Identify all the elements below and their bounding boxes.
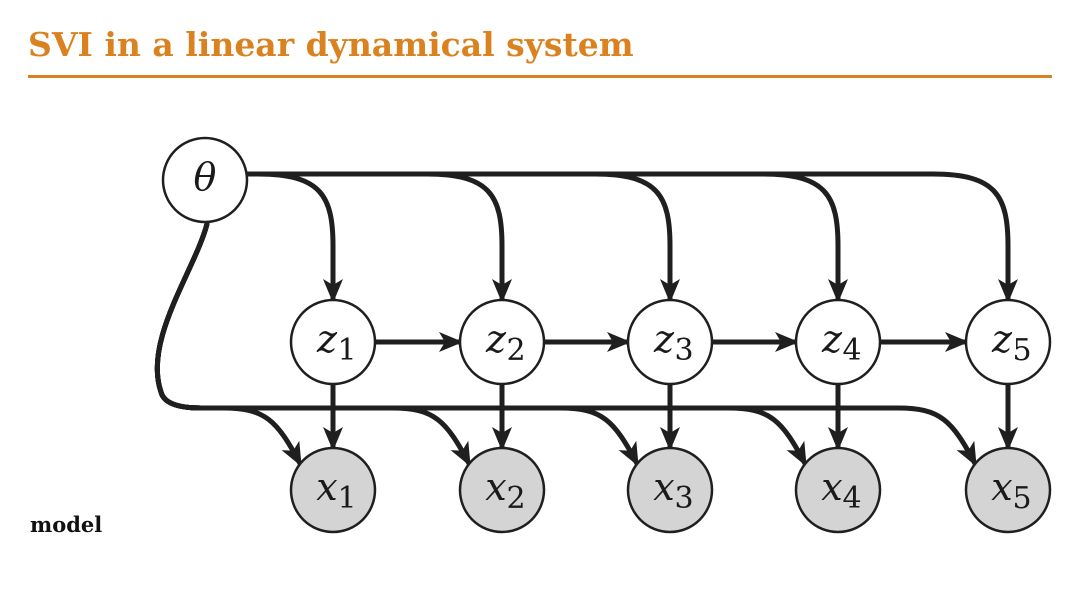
node-circle-x5 [964, 446, 1052, 534]
node-label-z1: z [316, 317, 338, 361]
edge-theta-to-z1 [244, 171, 343, 303]
node-subscript-z3: 3 [674, 333, 693, 368]
node-label-x2: x [485, 465, 506, 509]
node-label-z3: z [653, 317, 675, 361]
edge-theta-to-x1 [154, 221, 303, 467]
node-label-x5: x [991, 465, 1012, 509]
node-label-z4: z [821, 317, 843, 361]
edge-theta-to-x5 [154, 221, 978, 467]
node-subscript-z4: 4 [842, 333, 861, 368]
node-subscript-x1: 1 [337, 481, 356, 516]
node-circle-theta [161, 136, 249, 224]
node-subscript-x4: 4 [842, 481, 861, 516]
node-label-theta: θ [194, 155, 217, 199]
title-rule [28, 75, 1052, 78]
node-circle-x1 [289, 446, 377, 534]
node-circle-x4 [794, 446, 882, 534]
node-label-x3: x [653, 465, 674, 509]
node-circle-x2 [458, 446, 546, 534]
edge-theta-to-z3 [244, 171, 680, 303]
node-subscript-x5: 5 [1012, 481, 1031, 516]
node-circle-z5 [964, 298, 1052, 386]
node-circle-x3 [626, 446, 714, 534]
node-subscript-x3: 3 [674, 481, 693, 516]
node-subscript-z5: 5 [1012, 333, 1031, 368]
node-subscript-x2: 2 [506, 481, 525, 516]
node-circle-z2 [458, 298, 546, 386]
edge-theta-to-z4 [244, 171, 848, 303]
node-circle-z1 [289, 298, 377, 386]
node-label-x1: x [316, 465, 337, 509]
node-subscript-z2: 2 [506, 333, 525, 368]
node-theta: θ [161, 136, 249, 224]
node-circle-z3 [626, 298, 714, 386]
node-label-x4: x [821, 465, 842, 509]
slide-title: SVI in a linear dynamical system [28, 25, 634, 64]
node-subscript-z1: 1 [337, 333, 356, 368]
node-label-z2: z [485, 317, 507, 361]
edge-theta-to-z5 [244, 171, 1018, 303]
node-label-z5: z [991, 317, 1013, 361]
node-circle-z4 [794, 298, 882, 386]
edge-theta-to-z2 [244, 171, 512, 303]
caption: model [30, 512, 103, 537]
edges-layer [154, 171, 1018, 467]
